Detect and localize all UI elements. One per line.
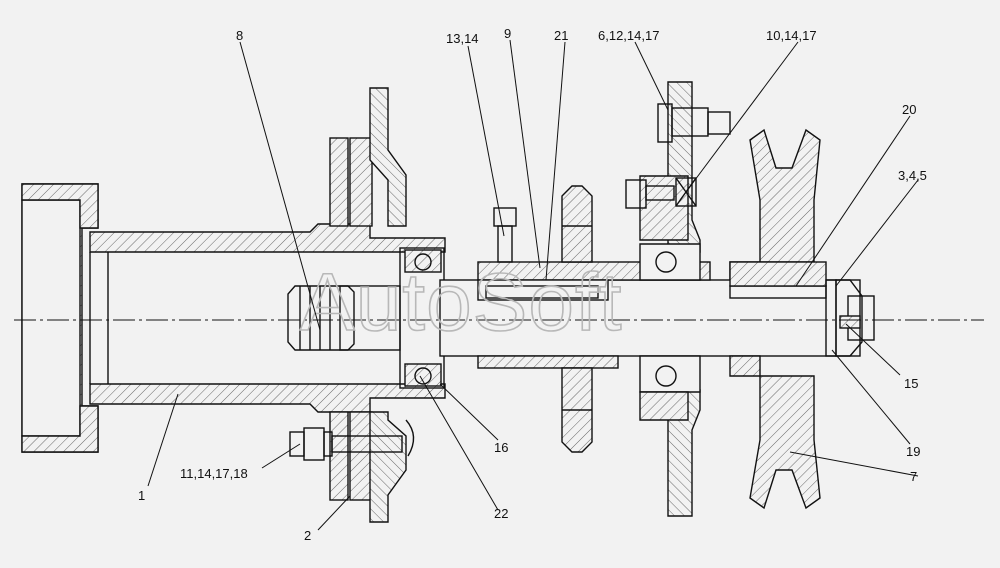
callout-19: 19 (906, 444, 920, 459)
callout-labels: 1 2 3,4,5 6,12,14,17 7 8 9 10,14,17 11,1… (138, 26, 927, 543)
callout-7: 7 (910, 469, 917, 484)
sprocket-hub (477, 207, 711, 369)
callout-8: 8 (236, 28, 243, 43)
callout-13-14: 13,14 (446, 31, 479, 46)
callout-2: 2 (304, 528, 311, 543)
callout-21: 21 (554, 28, 568, 43)
callout-10-14-17: 10,14,17 (766, 28, 817, 43)
callout-6-12-14-17: 6,12,14,17 (598, 28, 659, 43)
callout-20: 20 (902, 102, 916, 117)
callout-1: 1 (138, 488, 145, 503)
callout-15: 15 (904, 376, 918, 391)
bearing-plate (639, 81, 701, 517)
end-nut (825, 279, 875, 357)
end-flange (21, 183, 99, 453)
bolt-10 (625, 179, 675, 209)
housing-tube (89, 223, 446, 413)
callout-11-14-17-18: 11,14,17,18 (180, 466, 248, 481)
callout-22: 22 (494, 506, 508, 521)
leader-lines (147, 39, 919, 531)
watermark: AutoSoft (300, 257, 623, 348)
sprocket (561, 185, 593, 453)
mount-plates (329, 87, 415, 523)
callout-9: 9 (504, 26, 511, 41)
callout-3-4-5: 3,4,5 (898, 168, 927, 183)
bolt-11 (289, 427, 403, 461)
callout-16: 16 (494, 440, 508, 455)
